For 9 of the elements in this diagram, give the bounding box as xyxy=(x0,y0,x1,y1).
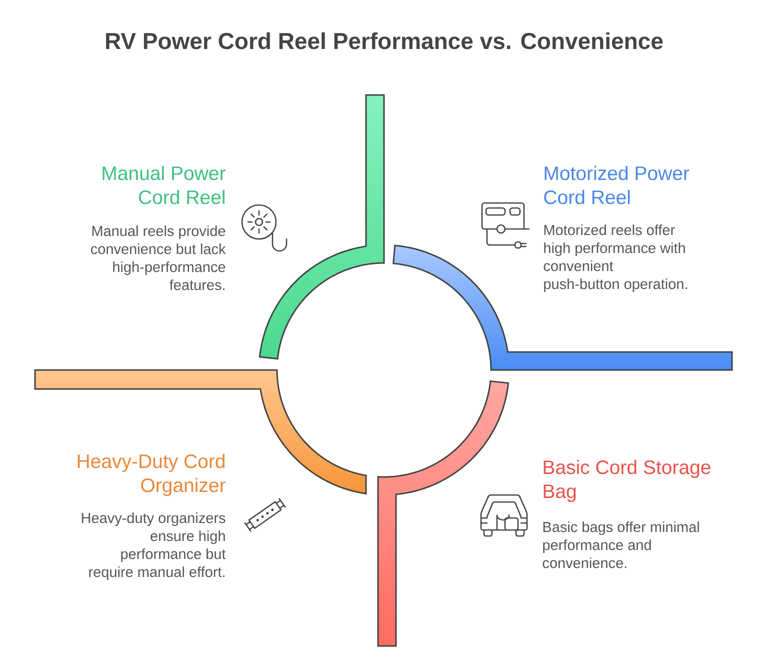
description: Motorized reels offer high performance with convenient push-button operation. xyxy=(544,224,687,292)
description: Heavy-duty organizers ensure high performance but require manual effort. xyxy=(82,512,226,580)
heading: Basic Cord Storage Bag xyxy=(544,460,710,502)
description: Basic bags offer minimal performance and convenience. xyxy=(542,521,699,568)
heading: Manual Power Cord Reel xyxy=(102,166,226,204)
description: Manual reels provide convenience but lack high-performance features. xyxy=(91,225,226,290)
heading: Heavy-Duty Cord Organizer xyxy=(78,454,226,496)
heading: Motorized Power Cord Reel xyxy=(544,166,690,204)
title: RV Power Cord Reel Performance vs. Convenience xyxy=(106,32,663,50)
